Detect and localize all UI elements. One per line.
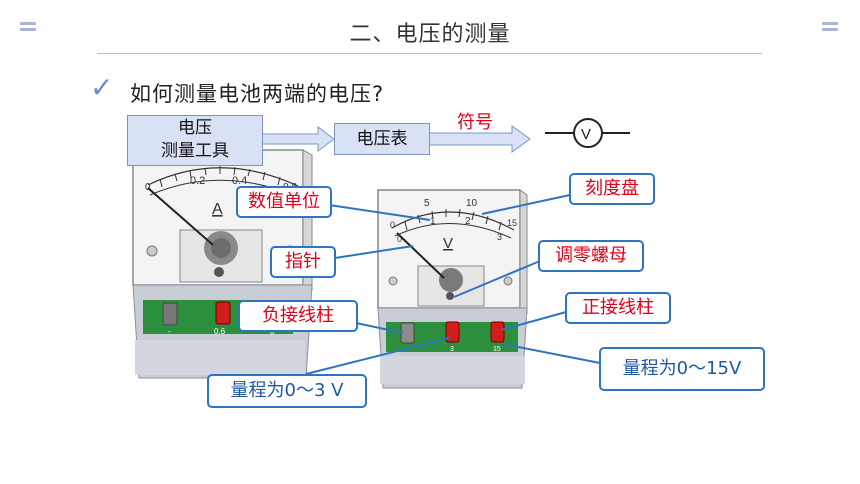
tool-box-line-1: 电压: [178, 118, 212, 138]
symbol-letter: V: [581, 126, 591, 143]
voltmeter-symbol: V: [545, 118, 630, 148]
flow-arrow-2: [427, 125, 531, 153]
callout-dial: 刻度盘: [569, 173, 655, 205]
symbol-label: 符号: [457, 112, 493, 133]
voltmeter-inner-label-3: 3: [497, 232, 502, 242]
voltmeter-inner-label-2: 2: [465, 216, 471, 227]
check-icon: ✓: [90, 71, 114, 104]
voltmeter-unit-letter: V: [443, 235, 453, 252]
slide-title: 二、电压的测量: [349, 22, 511, 47]
ammeter-scale-label-1: 0.2: [190, 175, 205, 187]
ammeter: 0 0.2 0.4 0.6 A - 0.6 3: [132, 149, 313, 379]
voltmeter-inner-label-0: 0: [397, 234, 402, 244]
ammeter-scale-label-0: 0: [145, 182, 151, 193]
flow-arrow-1: [261, 126, 335, 152]
voltmeter-terminals: [400, 321, 505, 344]
callout-zero-nut: 调零螺母: [538, 240, 644, 272]
measuring-tool-box: 电压 测量工具: [127, 115, 263, 166]
callout-negative-terminal: 负接线柱: [238, 300, 358, 332]
menu-decoration-left: [20, 22, 36, 32]
voltmeter-inner-label-1: 1: [430, 216, 436, 227]
callout-pointer: 指针: [270, 246, 336, 278]
callout-leaders: [305, 194, 601, 375]
menu-decoration-right: [822, 22, 838, 32]
title-divider: [97, 53, 762, 54]
callout-positive-terminal: 正接线柱: [565, 292, 671, 324]
question-text: 如何测量电池两端的电压?: [130, 82, 385, 106]
voltmeter: 0 5 10 15 0 1 2 3 V - 3 15: [377, 189, 528, 389]
callout-range-large: 量程为0～15V: [599, 347, 765, 391]
voltmeter-terminal-15: 15: [493, 346, 501, 353]
voltmeter-outer-label-10: 10: [466, 198, 478, 209]
callout-unit: 数值单位: [236, 186, 332, 218]
voltmeter-outer-label-15: 15: [507, 218, 517, 228]
ammeter-scale-label-2: 0.4: [232, 175, 247, 187]
tool-box-line-2: 测量工具: [161, 141, 229, 161]
ammeter-terminal-06: 0.6: [214, 327, 226, 336]
voltmeter-outer-label-5: 5: [424, 198, 430, 209]
voltmeter-terminal-3: 3: [450, 346, 454, 353]
callout-range-small: 量程为0～3 V: [207, 374, 367, 408]
ammeter-unit-letter: A: [212, 201, 223, 218]
voltmeter-box: 电压表: [334, 123, 430, 155]
voltmeter-outer-label-0: 0: [390, 220, 395, 230]
ammeter-terminal-neg: -: [168, 327, 171, 336]
